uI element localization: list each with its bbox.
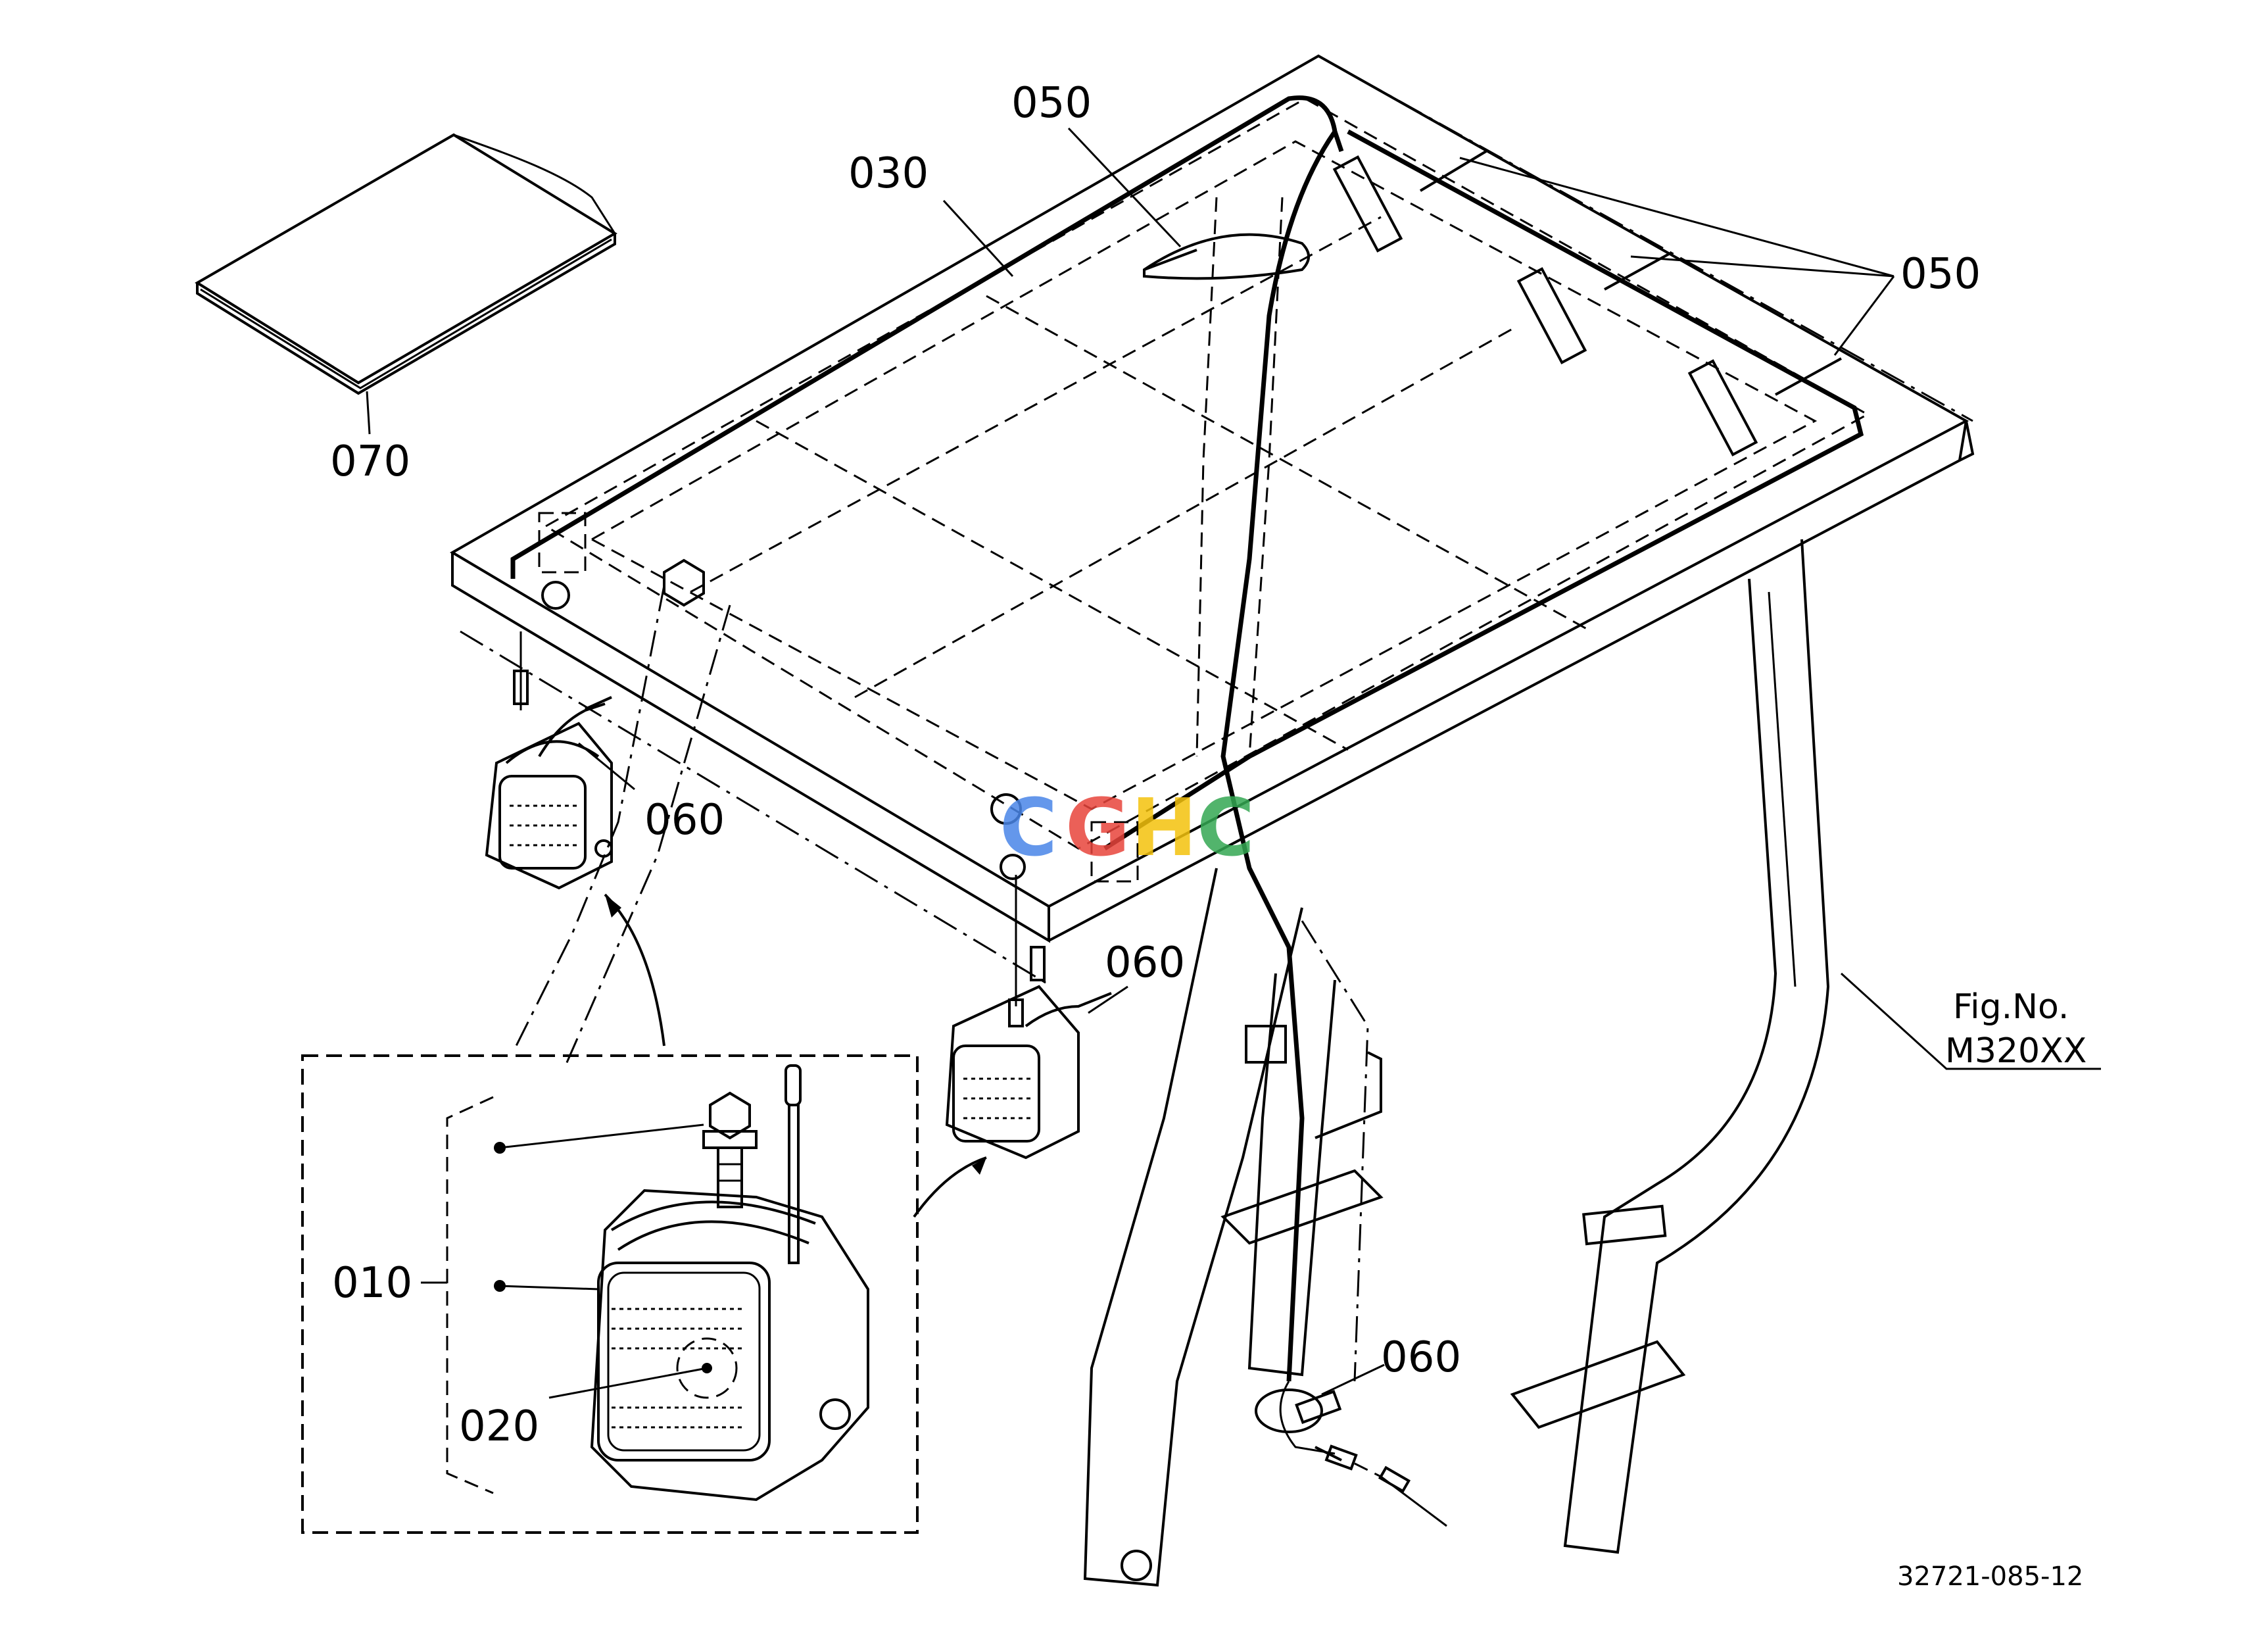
lower-connector [1255,1389,1447,1527]
watermark: C G H C [1000,783,1255,874]
callout-060-upper: 060 [644,796,725,845]
watermark-letter-2: G [1065,783,1130,874]
cable-ties-roof [1143,150,1842,456]
mounting-nuts [538,512,1139,883]
fig-number: M320XX [1945,1031,2087,1071]
callout-070: 070 [330,437,410,486]
work-lamp-left [485,631,665,1046]
callout-050-upper: 050 [1011,79,1092,128]
watermark-letter-3: H [1131,783,1197,874]
fig-label: Fig.No. [1953,987,2069,1027]
callout-060-middle: 060 [1105,939,1185,987]
manual-booklet [195,133,617,435]
watermark-letter-1: C [1000,783,1057,874]
rops-frame [512,197,1830,1587]
callout-050-right: 050 [1900,250,1981,299]
callout-labels: 070 030 050 050 060 060 060 010 020 [330,79,1981,1451]
leader-lines [578,127,2101,1396]
detail-box [301,1054,919,1534]
figure-info: Fig.No. M320XX 32721-085-12 [1897,987,2087,1592]
wiring-harness [510,95,1864,1455]
callout-030: 030 [848,149,929,198]
callout-020: 020 [459,1402,539,1451]
canopy-roof [450,54,1975,988]
watermark-letter-4: C [1197,783,1255,874]
drawing-code: 32721-085-12 [1897,1561,2083,1592]
callout-010: 010 [332,1259,412,1308]
work-lamp-right [913,875,1112,1218]
callout-060-lower: 060 [1381,1333,1461,1382]
